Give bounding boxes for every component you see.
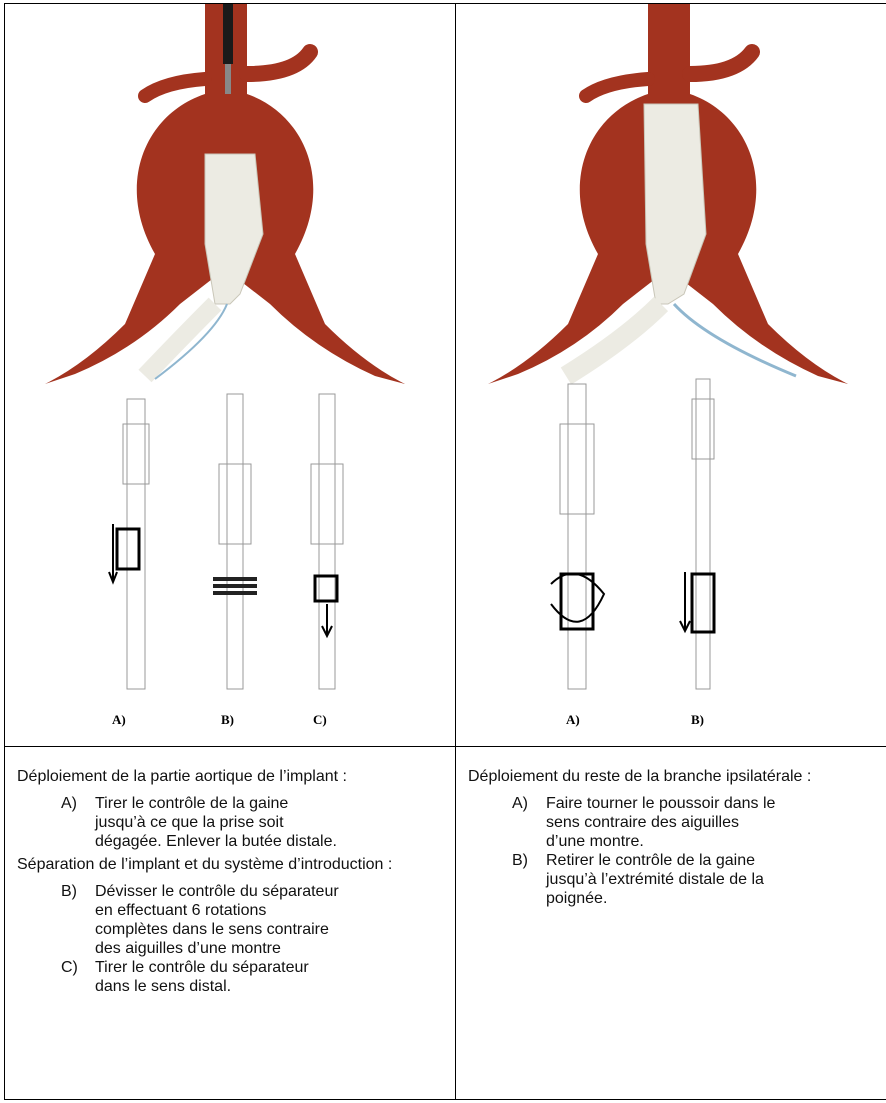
left-step-a: A) Tirer le contrôle de la gaine jusqu’à… <box>61 794 455 851</box>
step-line: Tirer le contrôle du séparateur <box>95 959 309 976</box>
figure-label-b: B) <box>221 712 234 727</box>
step-line: en effectuant 6 rotations <box>95 902 266 919</box>
step-line: Retirer le contrôle de la gaine <box>546 852 755 869</box>
step-line: complètes dans le sens contraire <box>95 921 329 938</box>
step-label: A) <box>61 794 95 851</box>
right-intro: Déploiement du reste de la branche ipsil… <box>456 747 886 786</box>
handle-diagram-c <box>311 394 343 689</box>
handle-diagram-right-b <box>680 379 714 689</box>
right-text-cell: Déploiement du reste de la branche ipsil… <box>456 747 886 1100</box>
step-line: Faire tourner le poussoir dans le <box>546 795 775 812</box>
step-label: C) <box>61 958 95 996</box>
handle-diagram-a <box>109 399 149 689</box>
right-step-b: B) Retirer le contrôle de la gaine jusqu… <box>512 851 886 908</box>
step-line: sens contraire des aiguilles <box>546 814 739 831</box>
step-line: dans le sens distal. <box>95 978 231 995</box>
step-line: d’une montre. <box>546 833 644 850</box>
right-figure-cell: A) B) <box>456 4 886 747</box>
left-text-cell: Déploiement de la partie aortique de l’i… <box>5 747 456 1100</box>
step-line: Dévisser le contrôle du séparateur <box>95 883 339 900</box>
step-label: B) <box>61 882 95 958</box>
figure-label-c: C) <box>313 712 327 727</box>
step-line: poignée. <box>546 890 607 907</box>
left-figure: A) B) C) <box>5 4 455 746</box>
step-label: B) <box>512 851 546 908</box>
handle-diagram-right-a <box>551 384 604 689</box>
right-step-a: A) Faire tourner le poussoir dans le sen… <box>512 794 886 851</box>
left-step-c: C) Tirer le contrôle du séparateur dans … <box>61 958 455 996</box>
step-line: dégagée. Enlever la butée distale. <box>95 833 337 850</box>
aorta-illustration-right <box>488 4 848 384</box>
left-figure-cell: A) B) C) <box>5 4 456 747</box>
step-line: des aiguilles d’une montre <box>95 940 281 957</box>
step-line: jusqu’à l’extrémité distale de la <box>546 871 764 888</box>
left-middle: Séparation de l’implant et du système d’… <box>5 855 455 874</box>
figure-label-a: A) <box>566 712 580 727</box>
aorta-illustration-left <box>45 4 405 384</box>
figure-label-a: A) <box>112 712 126 727</box>
step-line: jusqu’à ce que la prise soit <box>95 814 284 831</box>
left-intro: Déploiement de la partie aortique de l’i… <box>5 747 455 786</box>
figure-label-b: B) <box>691 712 704 727</box>
instruction-table: A) B) C) <box>4 3 886 1100</box>
left-step-b: B) Dévisser le contrôle du séparateur en… <box>61 882 455 958</box>
handle-diagram-b <box>213 394 257 689</box>
step-line: Tirer le contrôle de la gaine <box>95 795 288 812</box>
right-figure: A) B) <box>456 4 886 746</box>
step-label: A) <box>512 794 546 851</box>
